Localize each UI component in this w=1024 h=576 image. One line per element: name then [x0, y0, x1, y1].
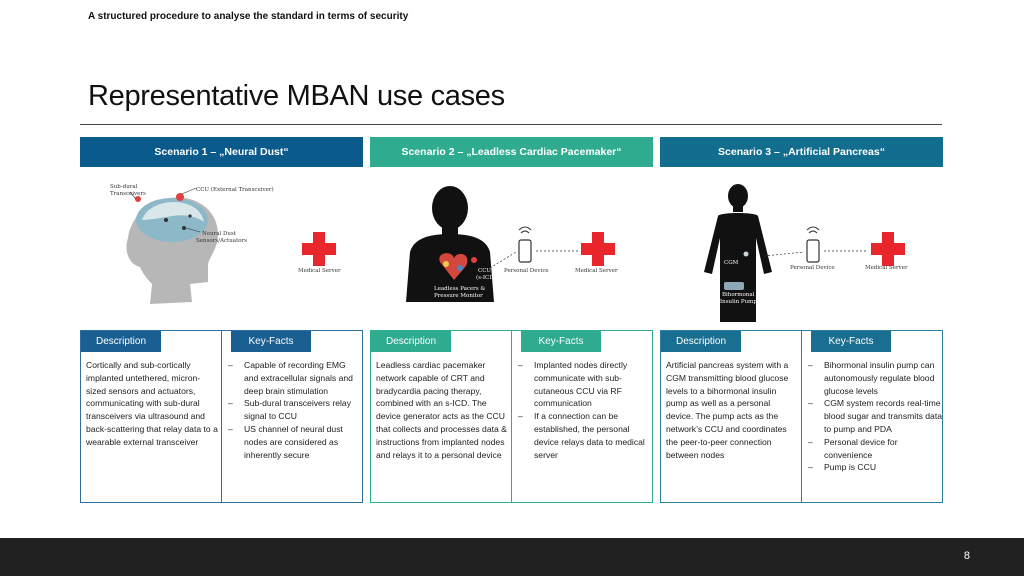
scenario-1-panel: Description Key-Facts Cortically and sub… [80, 330, 363, 503]
scenario-3-panel: Description Key-Facts Artificial pancrea… [660, 330, 943, 503]
label-transceivers: Transceivers [110, 191, 146, 197]
scenario-2-panel: Description Key-Facts Leadless cardiac p… [370, 330, 653, 503]
label-ccu: CCU [478, 268, 491, 274]
title-divider [80, 124, 942, 125]
head-figure-icon [126, 193, 218, 304]
label-bihormonal: Bihormonal [722, 292, 755, 298]
description-text: Cortically and sub-cortically implanted … [86, 360, 218, 447]
keyfacts-list: Capable of recording EMG and extracellul… [226, 359, 362, 461]
label-cgm: CGM [724, 260, 739, 266]
label-pacer-line2: Pressure Monitor [434, 293, 483, 299]
keyfacts-list: Implanted nodes directly communicate wit… [516, 359, 652, 461]
keyfact-item: Pump is CCU [806, 461, 942, 474]
label-pacer-line1: Leadless Pacers & [434, 286, 485, 292]
label-medical-server: Medical Server [298, 268, 341, 274]
keyfact-item: If a connection can be established, the … [516, 410, 652, 461]
keyfact-item: Bihormonal insulin pump can autonomously… [806, 359, 942, 397]
slide-footer: 8 [0, 538, 1024, 576]
keyfact-item: Personal device for convenience [806, 436, 942, 462]
description-tag: Description [371, 331, 451, 352]
body-figure-icon [704, 184, 772, 322]
label-sub-dural: Sub-dural [110, 184, 138, 190]
keyfacts-list: Bihormonal insulin pump can autonomously… [806, 359, 942, 474]
phone-icon [518, 226, 532, 263]
keyfact-item: Implanted nodes directly communicate wit… [516, 359, 652, 410]
panel-divider [511, 331, 512, 502]
panel-divider [221, 331, 222, 502]
keyfacts-tag: Key-Facts [231, 331, 311, 352]
scenario-1-illustration: Sub-dural Transceivers CCU (External Tra… [80, 172, 363, 322]
keyfacts-tag: Key-Facts [811, 331, 891, 352]
scenario-1-header: Scenario 1 – „Neural Dust“ [80, 137, 363, 167]
phone-icon [806, 226, 820, 263]
medical-cross-icon [302, 232, 336, 266]
keyfacts-tag: Key-Facts [521, 331, 601, 352]
scenario-2-illustration: CCU (s-ICD) Leadless Pacers & Pressure M… [370, 172, 653, 322]
slide-title: Representative MBAN use cases [88, 80, 505, 112]
label-medical-server: Medical Server [865, 265, 908, 271]
label-sicd: (s-ICD) [476, 274, 496, 281]
description-text: Leadless cardiac pacemaker network capab… [376, 360, 507, 460]
scenario-3-header: Scenario 3 – „Artificial Pancreas“ [660, 137, 943, 167]
label-insulin-pump: Insulin Pump [720, 299, 757, 305]
scenario-2-header: Scenario 2 – „Leadless Cardiac Pacemaker… [370, 137, 653, 167]
label-personal-device: Personal Device [790, 265, 835, 271]
medical-cross-icon [871, 232, 905, 266]
label-personal-device: Personal Device [504, 268, 549, 274]
medical-cross-icon [581, 232, 615, 266]
keyfact-item: CGM system records real-time blood sugar… [806, 397, 942, 435]
description-text: Artificial pancreas system with a CGM tr… [666, 360, 789, 460]
description-tag: Description [661, 331, 741, 352]
torso-figure-icon [406, 186, 494, 302]
keyfact-item: Sub-dural transceivers relay signal to C… [226, 397, 362, 423]
label-ccu: CCU (External Transceiver) [196, 186, 274, 193]
keyfact-item: US channel of neural dust nodes are cons… [226, 423, 362, 461]
scenario-3-illustration: CGM Bihormonal Insulin Pump Personal Dev… [660, 172, 943, 322]
panel-divider [801, 331, 802, 502]
label-neural-dust: Neural Dust [202, 231, 237, 237]
description-tag: Description [81, 331, 161, 352]
slide-top-label: A structured procedure to analyse the st… [88, 11, 409, 22]
keyfact-item: Capable of recording EMG and extracellul… [226, 359, 362, 397]
label-medical-server: Medical Server [575, 268, 618, 274]
label-sensors-actuators: Sensors/Actuators [196, 238, 247, 244]
page-number: 8 [963, 550, 970, 562]
